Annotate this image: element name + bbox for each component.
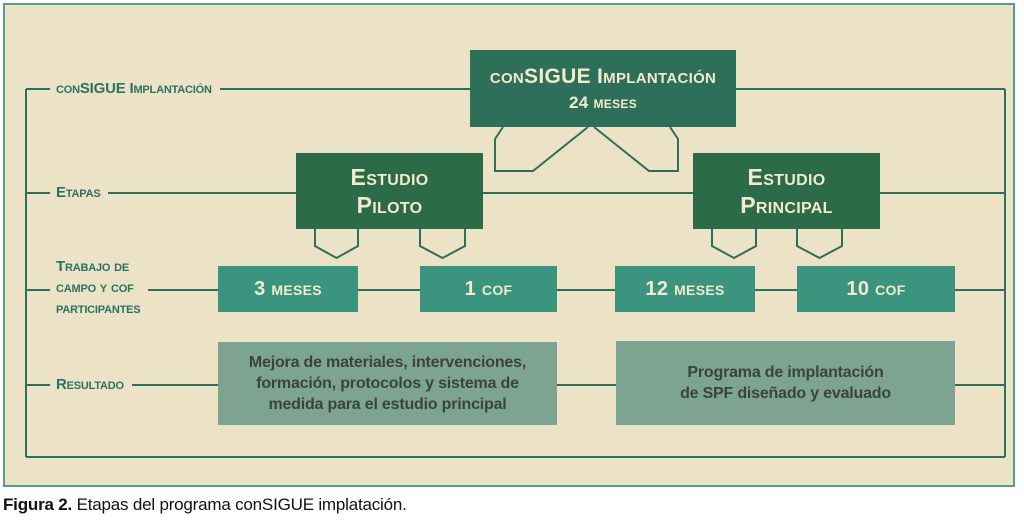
result-box-pilot: Mejora de materiales, intervenciones, fo… [218, 342, 557, 425]
program-box-duration: 24 meses [568, 92, 638, 112]
result-box-main: Programa de implantación de SPF diseñado… [616, 341, 955, 425]
figure-caption-number: Figura 2. [3, 495, 73, 514]
field-box-main-cof: 10 cof [797, 266, 955, 312]
row-label-result: Resultado [50, 374, 132, 395]
figure-caption: Figura 2. Etapas del programa conSIGUE i… [3, 495, 407, 515]
field-box-pilot-cof: 1 cof [420, 266, 557, 312]
row-label-stages: Etapas [50, 182, 109, 203]
stage-box-pilot: Estudio Piloto [296, 153, 483, 229]
field-box-pilot-duration: 3 meses [218, 266, 358, 312]
row-label-program: conSIGUE Implantación [50, 78, 220, 99]
row-label-fieldwork: Trabajo de campo y cof participantes [50, 256, 149, 319]
figure-caption-text: Etapas del programa conSIGUE implatación… [72, 495, 407, 514]
stage-box-main: Estudio Principal [693, 153, 880, 229]
field-box-main-duration: 12 meses [615, 266, 755, 312]
program-box: conSIGUE Implantación 24 meses [470, 50, 736, 127]
program-box-title: conSIGUE Implantación [489, 64, 717, 88]
